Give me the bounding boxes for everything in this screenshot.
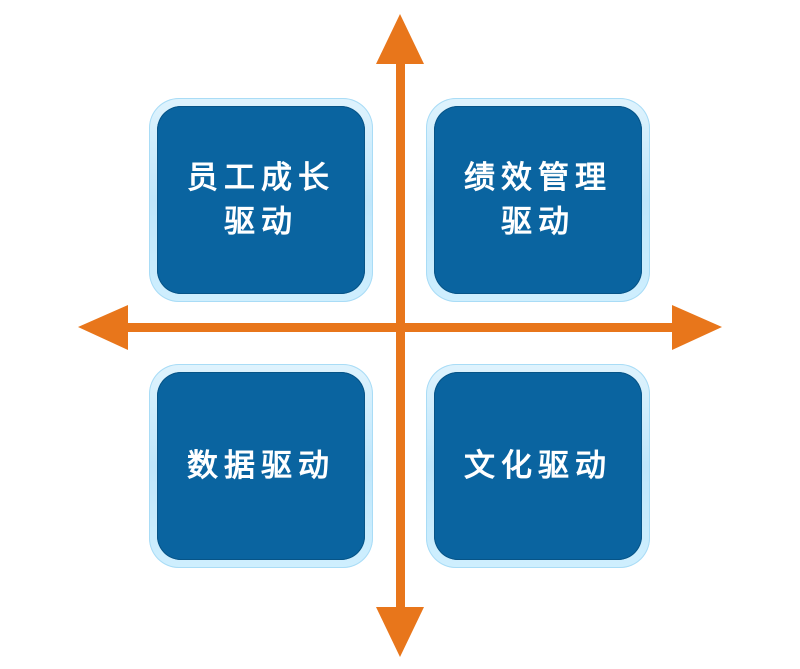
vertical-axis (376, 14, 424, 657)
vertical-axis-arrow-up-icon (376, 14, 424, 64)
horizontal-axis (78, 305, 722, 350)
quadrant-top-left-line1: 员工成长 (187, 160, 335, 196)
quadrant-top-right-line1: 绩效管理 (464, 160, 612, 196)
quadrant-bottom-right: 文化驱动 (426, 364, 650, 568)
quadrant-bottom-right-label: 文化驱动 (464, 448, 612, 484)
quadrant-bottom-left: 数据驱动 (149, 364, 373, 568)
quadrant-bottom-left-panel: 数据驱动 (157, 372, 365, 560)
quadrant-bottom-left-label: 数据驱动 (187, 448, 335, 484)
quadrant-top-right-line2: 驱动 (501, 204, 575, 240)
vertical-axis-shaft (396, 58, 405, 614)
horizontal-axis-arrow-right-icon (672, 305, 722, 350)
quadrant-top-left-line2: 驱动 (224, 204, 298, 240)
quadrant-bottom-right-panel: 文化驱动 (434, 372, 642, 560)
horizontal-axis-shaft (122, 323, 678, 332)
horizontal-axis-arrow-left-icon (78, 305, 128, 350)
quadrant-top-right-panel: 绩效管理 驱动 (434, 106, 642, 294)
quadrant-top-left-panel: 员工成长 驱动 (157, 106, 365, 294)
vertical-axis-arrow-down-icon (376, 607, 424, 657)
quadrant-top-right: 绩效管理 驱动 (426, 98, 650, 302)
quadrant-top-left: 员工成长 驱动 (149, 98, 373, 302)
